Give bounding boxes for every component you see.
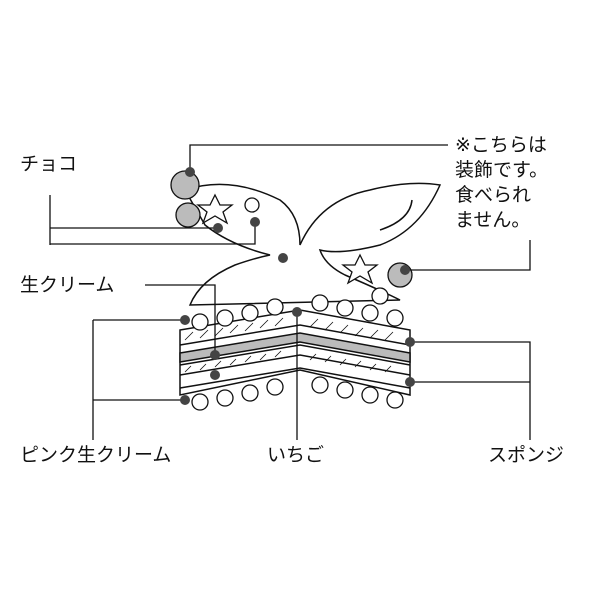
label-cream: 生クリーム [20, 273, 115, 297]
pink-cream-layer [179, 332, 411, 363]
note-line: 食べられ [455, 184, 532, 206]
note-decoration: ※こちらは 装飾です。 食べられ ません。 [455, 133, 548, 233]
label-pink-cream: ピンク生クリーム [20, 443, 172, 467]
label-choco: チョコ [20, 152, 78, 176]
note-line: ません。 [455, 209, 531, 231]
chocolate-plate [183, 182, 442, 306]
note-line: 装飾です。 [455, 159, 549, 181]
note-line: ※こちらは [455, 134, 547, 156]
label-strawberry: いちご [267, 443, 325, 467]
label-sponge: スポンジ [488, 443, 565, 467]
